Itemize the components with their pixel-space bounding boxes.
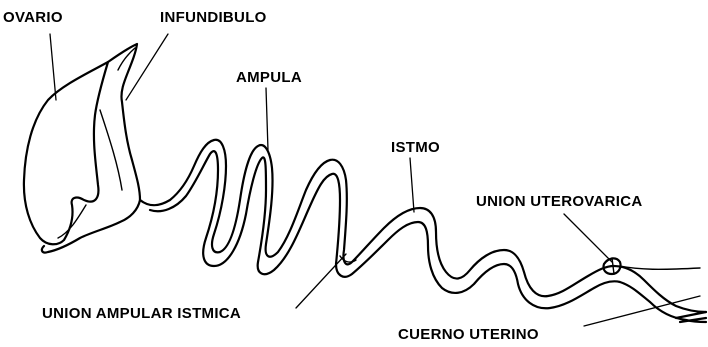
- label-union-uterovarica: UNION UTEROVARICA: [476, 194, 643, 209]
- infundibulum-outline: [108, 44, 140, 200]
- leader-infundibulo: [126, 34, 168, 100]
- ovary-outline: [24, 62, 108, 244]
- leader-ovario: [50, 34, 56, 100]
- label-ampula: AMPULA: [236, 70, 302, 85]
- label-ovario: OVARIO: [3, 10, 63, 25]
- leader-union-ampular: [296, 254, 346, 308]
- leader-ampula: [266, 88, 268, 150]
- label-cuerno-uterino: CUERNO UTERINO: [398, 327, 539, 342]
- oviduct-tube-outer: [42, 140, 706, 312]
- label-istmo: ISTMO: [391, 140, 440, 155]
- label-union-ampular-istmica: UNION AMPULAR ISTMICA: [42, 306, 241, 321]
- label-infundibulo: INFUNDIBULO: [160, 10, 267, 25]
- oviduct-tube-inner: [150, 151, 706, 322]
- leader-istmo: [410, 158, 414, 212]
- leader-union-uterovarica: [564, 214, 612, 262]
